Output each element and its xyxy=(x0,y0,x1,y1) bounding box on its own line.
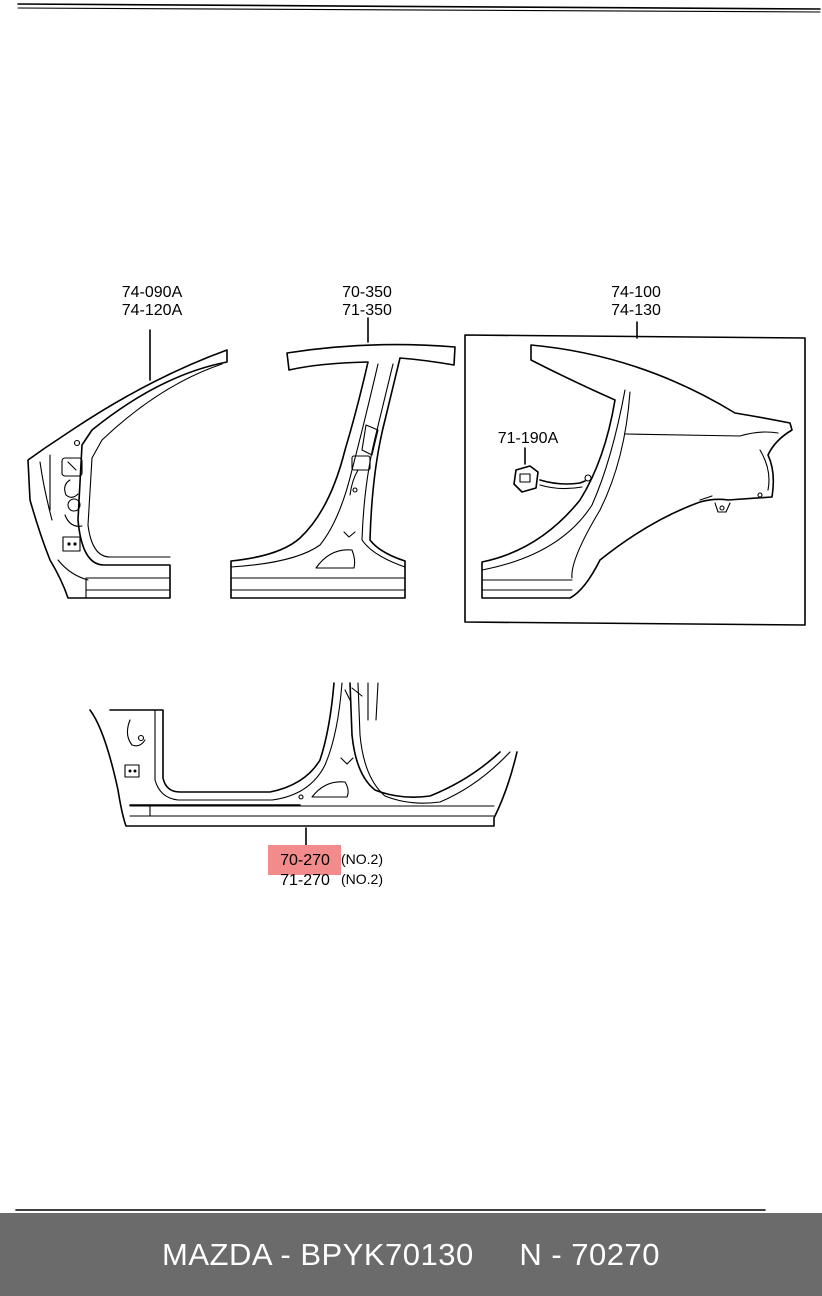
side-sill-label-2: 71-270 xyxy=(280,872,330,889)
side-sill-panel xyxy=(89,682,518,851)
highlight-box xyxy=(268,845,341,875)
b-pillar-label-2: 71-350 xyxy=(342,302,392,319)
b-pillar-label-1: 70-350 xyxy=(342,284,392,301)
a-pillar-label-2: 74-120A xyxy=(122,302,183,319)
fuel-lid-opener-label: 71-190A xyxy=(498,430,559,447)
rear-fender-label-1: 74-100 xyxy=(611,284,661,301)
b-pillar-panel xyxy=(230,317,456,599)
parts-diagram: 74-090A 74-120A 70-350 71-350 74-100 74-… xyxy=(15,3,821,1211)
a-pillar-label-1: 74-090A xyxy=(122,284,183,301)
footer-bar: MAZDA - BPYK70130 N - 70270 xyxy=(0,1213,822,1296)
side-sill-label-1: 70-270 xyxy=(280,852,330,869)
fuel-lid-opener-part xyxy=(513,447,586,493)
footer-caption: MAZDA - BPYK70130 N - 70270 xyxy=(162,1236,660,1272)
rear-fender-panel xyxy=(464,321,806,626)
labels: 74-090A 74-120A 70-350 71-350 74-100 74-… xyxy=(122,284,661,889)
side-sill-note-2: (NO.2) xyxy=(341,871,383,887)
top-border xyxy=(17,3,821,13)
side-sill-note-1: (NO.2) xyxy=(341,851,383,867)
a-pillar-panel xyxy=(27,329,228,599)
rear-fender-label-2: 74-130 xyxy=(611,302,661,319)
